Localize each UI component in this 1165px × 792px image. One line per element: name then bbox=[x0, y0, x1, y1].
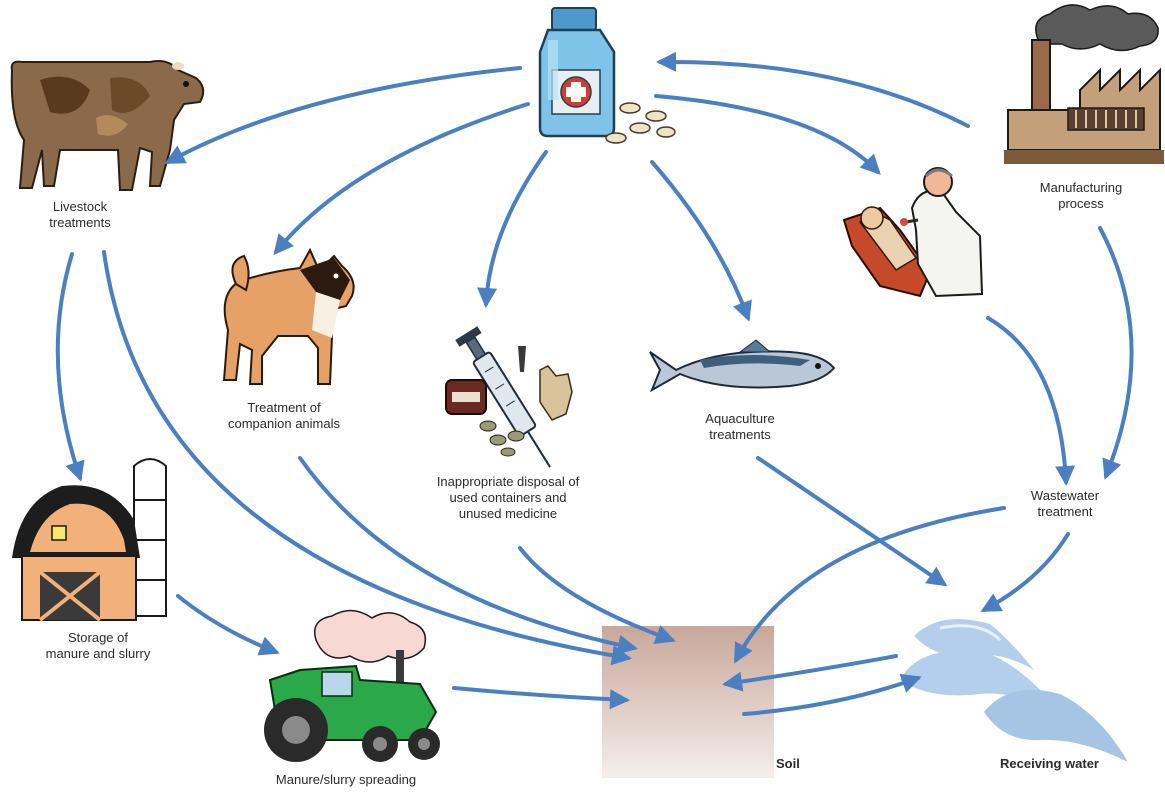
arrow-soil-to-water-head bbox=[899, 673, 922, 693]
soil-label: Soil bbox=[776, 756, 800, 771]
arrow-medicine-to-livestock bbox=[164, 66, 522, 164]
arrow-livestock-to-storage bbox=[55, 252, 85, 482]
arrow-factory-to-wastewater-head bbox=[1102, 457, 1122, 480]
wastewater-treatment-label: Wastewater treatment bbox=[1030, 488, 1100, 519]
arrow-medicine-to-aquaculture-head bbox=[733, 299, 752, 322]
manufacturing-process-label: Manufacturing process bbox=[1039, 180, 1123, 211]
arrow-aquaculture-to-water bbox=[756, 456, 948, 587]
arrow-doctor-to-wastewater bbox=[986, 316, 1076, 486]
arrow-medicine-to-doctor-head bbox=[859, 153, 881, 175]
arrow-factory-to-medicine bbox=[656, 51, 970, 128]
arrow-medicine-to-doctor bbox=[654, 94, 881, 175]
cow-icon bbox=[10, 60, 205, 191]
pills-icon bbox=[605, 102, 676, 144]
tractor-icon bbox=[264, 609, 440, 762]
arrow-medicine-to-disposal bbox=[477, 150, 548, 308]
arrow-spreading-to-soil bbox=[452, 686, 630, 710]
arrow-medicine-to-companion-head bbox=[273, 233, 294, 256]
arrow-spreading-to-soil-head bbox=[609, 689, 630, 710]
arrow-storage-to-spreading bbox=[176, 594, 280, 656]
arrow-water-to-soil-head bbox=[722, 671, 744, 692]
arrow-soil-to-water bbox=[742, 673, 922, 716]
arrow-aquaculture-to-water-head bbox=[925, 566, 948, 587]
arrow-storage-to-spreading-head bbox=[257, 636, 280, 656]
arrow-livestock-to-storage-head bbox=[65, 459, 85, 482]
arrow-wastewater-to-soil bbox=[734, 506, 1006, 664]
arrow-medicine-to-aquaculture bbox=[650, 160, 752, 322]
arrow-livestock-to-soil bbox=[102, 250, 632, 666]
arrow-disposal-to-soil bbox=[518, 546, 676, 644]
manure-spreading-label: Manure/slurry spreading bbox=[275, 772, 417, 787]
companion-animals-label: Treatment of companion animals bbox=[227, 400, 340, 431]
syringe-icon bbox=[445, 326, 573, 468]
arrow-factory-to-wastewater bbox=[1098, 226, 1134, 480]
arrow-doctor-to-wastewater-head bbox=[1055, 465, 1076, 486]
arrow-wastewater-to-soil-head bbox=[734, 641, 753, 664]
factory-icon bbox=[1004, 4, 1164, 164]
arrow-livestock-to-soil-head bbox=[610, 645, 632, 666]
doctor-patient-icon bbox=[842, 167, 984, 298]
arrow-wastewater-to-water bbox=[980, 532, 1070, 612]
receiving-water-label: Receiving water bbox=[1000, 756, 1099, 771]
livestock-treatments-label: Livestock treatments bbox=[49, 199, 111, 230]
aquaculture-treatments-label: Aquaculture treatments bbox=[705, 411, 775, 442]
arrow-companion-to-soil-head bbox=[616, 634, 638, 655]
water-waves-icon bbox=[900, 619, 1128, 762]
storage-manure-label: Storage of manure and slurry bbox=[45, 630, 151, 661]
fish-icon bbox=[649, 339, 836, 393]
arrow-wastewater-to-water-head bbox=[980, 593, 1003, 612]
arrow-water-to-soil bbox=[722, 654, 898, 692]
barn-icon bbox=[12, 458, 167, 622]
arrow-medicine-to-livestock-head bbox=[164, 145, 187, 164]
arrow-medicine-to-disposal-head bbox=[477, 287, 498, 308]
arrow-companion-to-soil bbox=[298, 456, 638, 655]
arrow-factory-to-medicine-head bbox=[656, 51, 677, 72]
disposal-label: Inappropriate disposal of used container… bbox=[436, 474, 580, 521]
arrow-disposal-to-soil-head bbox=[653, 625, 676, 644]
arrow-medicine-to-companion bbox=[273, 102, 530, 256]
dog-icon bbox=[222, 247, 355, 385]
